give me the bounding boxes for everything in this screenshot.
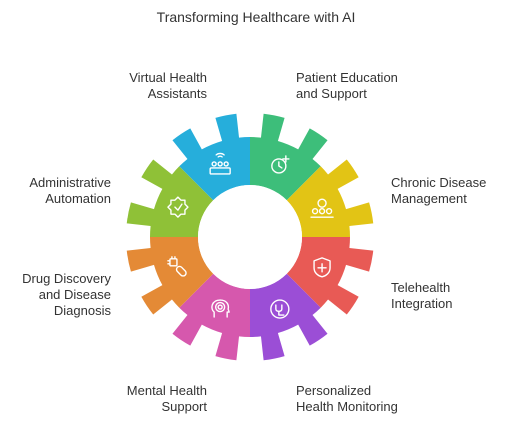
head-flower-icon <box>211 299 230 318</box>
clock-plus-icon <box>271 155 290 174</box>
segment-patient-education <box>250 113 328 201</box>
segment-admin-automation <box>126 159 214 237</box>
segment-personalized-monitoring <box>250 273 328 361</box>
diagram-title: Transforming Healthcare with AI <box>156 9 356 25</box>
assistant-people-icon <box>209 152 231 175</box>
segment-telehealth <box>286 237 374 315</box>
stethoscope-icon <box>270 299 290 319</box>
center-hole <box>198 185 302 289</box>
label-mental-health: Mental Health Support <box>126 383 207 414</box>
label-personalized-monitoring: Personalized Health Monitoring <box>296 383 398 414</box>
label-virtual-assistants: Virtual Health Assistants <box>129 70 207 101</box>
gear-badge-icon <box>167 196 189 218</box>
label-patient-education: Patient Education and Support <box>296 70 398 101</box>
segment-virtual-assistants <box>172 113 250 201</box>
segment-drug-discovery <box>126 237 214 315</box>
chip-pill-icon <box>167 256 187 277</box>
segment-mental-health <box>172 273 250 361</box>
group-gear-icon <box>310 198 334 218</box>
shield-plus-icon <box>313 257 331 278</box>
label-chronic-disease: Chronic Disease Management <box>391 175 487 206</box>
label-drug-discovery: Drug Discovery and Disease Diagnosis <box>22 271 111 318</box>
segment-chronic-disease <box>286 159 374 237</box>
label-admin-automation: Administrative Automation <box>29 175 111 206</box>
label-telehealth: Telehealth Integration <box>391 280 453 311</box>
